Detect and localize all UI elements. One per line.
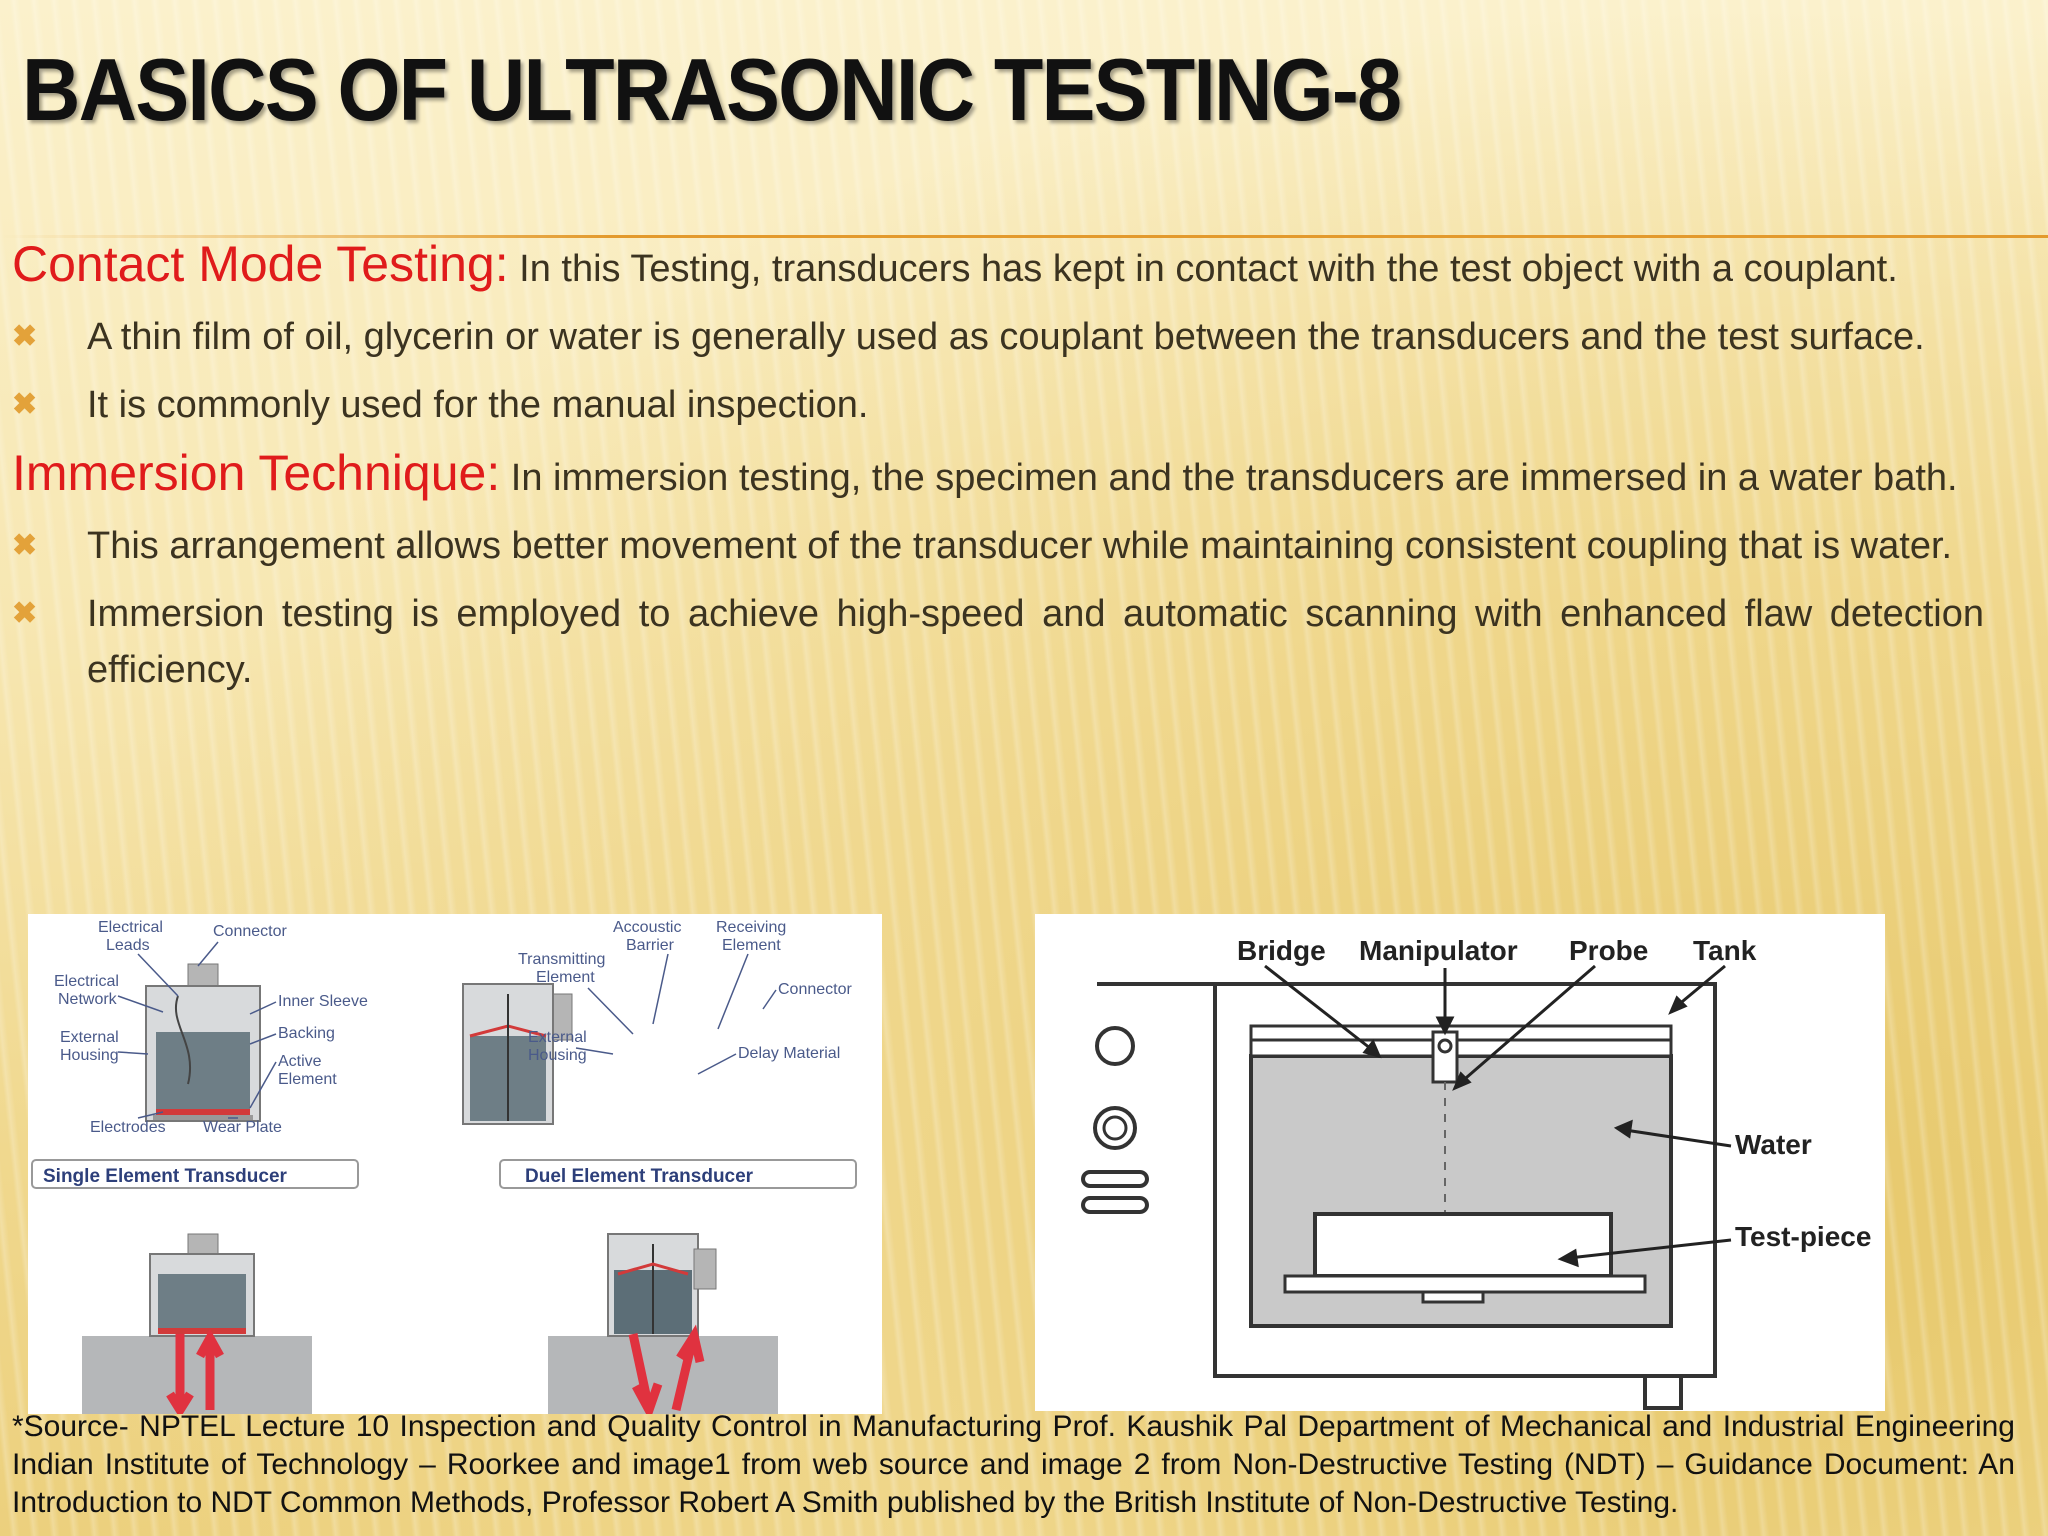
cross-bullet-icon: ✖ (12, 597, 38, 630)
cross-bullet-icon: ✖ (12, 320, 38, 353)
immersion-tank-diagram: Bridge Manipulator Probe Tank Water Test… (1035, 914, 1885, 1411)
list-item: ✖This arrangement allows better movement… (12, 518, 1984, 574)
slide-title: BASICS OF ULTRASONIC TESTING-8 (22, 40, 1402, 139)
contact-mode-text: In this Testing, transducers has kept in… (508, 248, 1898, 290)
label-transmitting-element: Transmitting (518, 951, 605, 968)
label-receiving-element: Receiving (716, 919, 786, 936)
svg-text:Element: Element (278, 1071, 337, 1088)
label-electrodes: Electrodes (90, 1119, 166, 1136)
label-probe: Probe (1569, 935, 1648, 966)
list-item: ✖A thin film of oil, glycerin or water i… (12, 309, 1984, 365)
immersion-text: In immersion testing, the specimen and t… (500, 457, 1958, 499)
cross-bullet-icon: ✖ (12, 529, 38, 562)
immersion-heading: Immersion Technique: (12, 445, 501, 501)
immersion-paragraph: Immersion Technique: In immersion testin… (12, 445, 1984, 506)
label-connector: Connector (213, 923, 287, 940)
label-manipulator: Manipulator (1359, 935, 1518, 966)
label-electrical-leads: Electrical (98, 919, 163, 936)
label-inner-sleeve: Inner Sleeve (278, 993, 368, 1010)
list-item: ✖Immersion testing is employed to achiev… (12, 586, 1984, 698)
contact-mode-paragraph: Contact Mode Testing: In this Testing, t… (12, 236, 1984, 297)
contact-mode-heading: Contact Mode Testing: (12, 236, 509, 292)
svg-text:Housing: Housing (528, 1047, 587, 1064)
svg-text:Element: Element (722, 937, 781, 954)
dual-element-caption: Duel Element Transducer (525, 1166, 754, 1187)
label-active-element: Active (278, 1053, 322, 1070)
svg-text:Element: Element (536, 969, 595, 986)
title-divider (0, 235, 2048, 238)
label-dual-connector: Connector (778, 981, 852, 998)
svg-text:Barrier: Barrier (626, 937, 675, 954)
single-element-caption: Single Element Transducer (43, 1166, 288, 1187)
label-water: Water (1735, 1129, 1812, 1160)
source-footnote: *Source- NPTEL Lecture 10 Inspection and… (12, 1410, 2015, 1519)
label-delay-material: Delay Material (738, 1045, 840, 1062)
single-element-transducer-drawing (145, 963, 261, 1122)
label-acoustic-barrier: Accoustic (613, 919, 681, 936)
svg-text:Leads: Leads (106, 937, 150, 954)
knob-icon (1095, 1026, 1135, 1066)
label-wear-plate: Wear Plate (203, 1119, 282, 1136)
cross-bullet-icon: ✖ (12, 388, 38, 421)
label-test-piece: Test-piece (1735, 1221, 1871, 1252)
transducer-diagram: Electrical Leads Connector Electrical Ne… (28, 914, 882, 1422)
knob-icon (1093, 1106, 1137, 1150)
label-bridge: Bridge (1237, 935, 1326, 966)
label-external-housing: External (60, 1029, 119, 1046)
svg-text:Network: Network (58, 991, 118, 1008)
dual-element-transducer-drawing (462, 983, 573, 1125)
label-backing: Backing (278, 1025, 335, 1042)
label-dual-external-housing: External (528, 1029, 587, 1046)
label-electrical-network: Electrical (54, 973, 119, 990)
label-tank: Tank (1693, 935, 1757, 966)
slide-body: Contact Mode Testing: In this Testing, t… (12, 236, 1984, 698)
svg-text:Housing: Housing (60, 1047, 119, 1064)
list-item: ✖It is commonly used for the manual insp… (12, 377, 1984, 433)
